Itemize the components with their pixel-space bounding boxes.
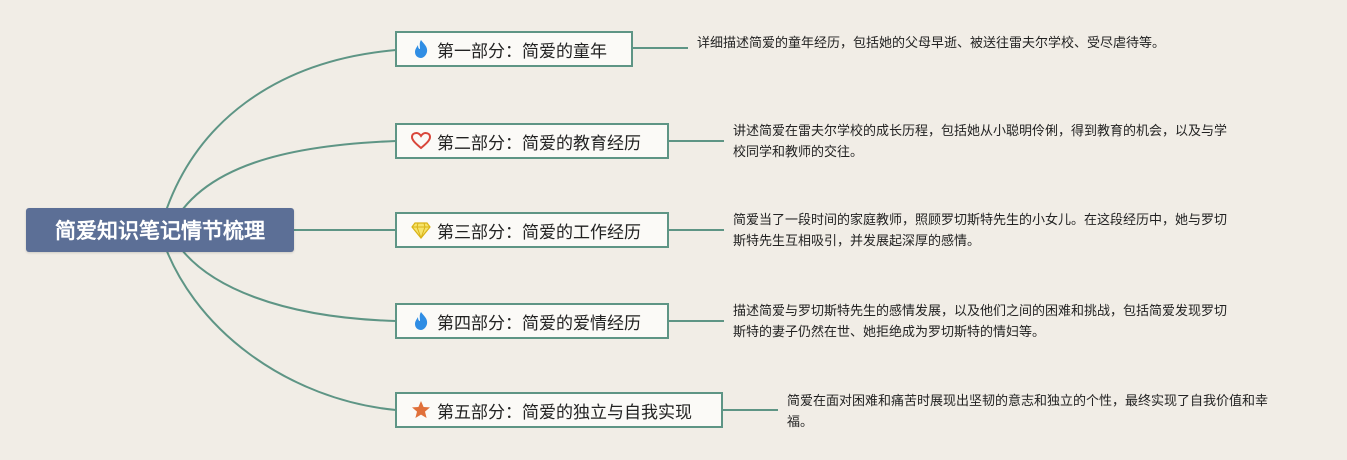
branch-note-4: 描述简爱与罗切斯特先生的感情发展，以及他们之间的困难和挑战，包括简爱发现罗切斯特… [733, 304, 1228, 340]
branch-topic-5-label: 第五部分：简爱的独立与自我实现 [437, 402, 692, 423]
branch-topic-1-label: 第一部分：简爱的童年 [437, 41, 607, 62]
branch-note-2: 讲述简爱在雷夫尔学校的成长历程，包括她从小聪明伶俐，得到教育的机会，以及与学校同… [733, 124, 1228, 160]
connector-root-branch-4 [169, 231, 397, 322]
flame-icon [411, 311, 431, 331]
flame-icon [411, 39, 431, 59]
branch-note-1: 详细描述简爱的童年经历，包括她的父母早逝、被送往雷夫尔学校、受尽虐待等。 [697, 36, 1166, 51]
branch-note-5: 简爱在面对困难和痛苦时展现出坚韧的意志和独立的个性，最终实现了自我价值和幸福。 [787, 394, 1269, 430]
branch-note-3: 简爱当了一段时间的家庭教师，照顾罗切斯特先生的小女儿。在这段经历中，她与罗切斯特… [733, 213, 1228, 249]
branch-topic-3-label: 第三部分：简爱的工作经历 [437, 222, 641, 243]
branch-topic-3[interactable]: 第三部分：简爱的工作经历 [395, 212, 669, 248]
branch-topic-5[interactable]: 第五部分：简爱的独立与自我实现 [395, 392, 723, 428]
heart-icon [411, 131, 431, 151]
branch-topic-1[interactable]: 第一部分：简爱的童年 [395, 31, 633, 67]
branch-topic-4-label: 第四部分：简爱的爱情经历 [437, 313, 641, 334]
star-icon [411, 400, 431, 420]
connector-root-branch-2 [169, 140, 397, 231]
central-topic[interactable]: 简爱知识笔记情节梳理 [26, 208, 294, 252]
branch-topic-2[interactable]: 第二部分：简爱的教育经历 [395, 123, 669, 159]
connector-root-branch-1 [159, 49, 397, 231]
central-topic-title: 简爱知识笔记情节梳理 [55, 219, 265, 243]
branch-topic-4[interactable]: 第四部分：简爱的爱情经历 [395, 303, 669, 339]
connector-root-branch-5 [159, 231, 397, 411]
gem-icon [411, 220, 431, 240]
branch-topic-2-label: 第二部分：简爱的教育经历 [437, 133, 641, 154]
